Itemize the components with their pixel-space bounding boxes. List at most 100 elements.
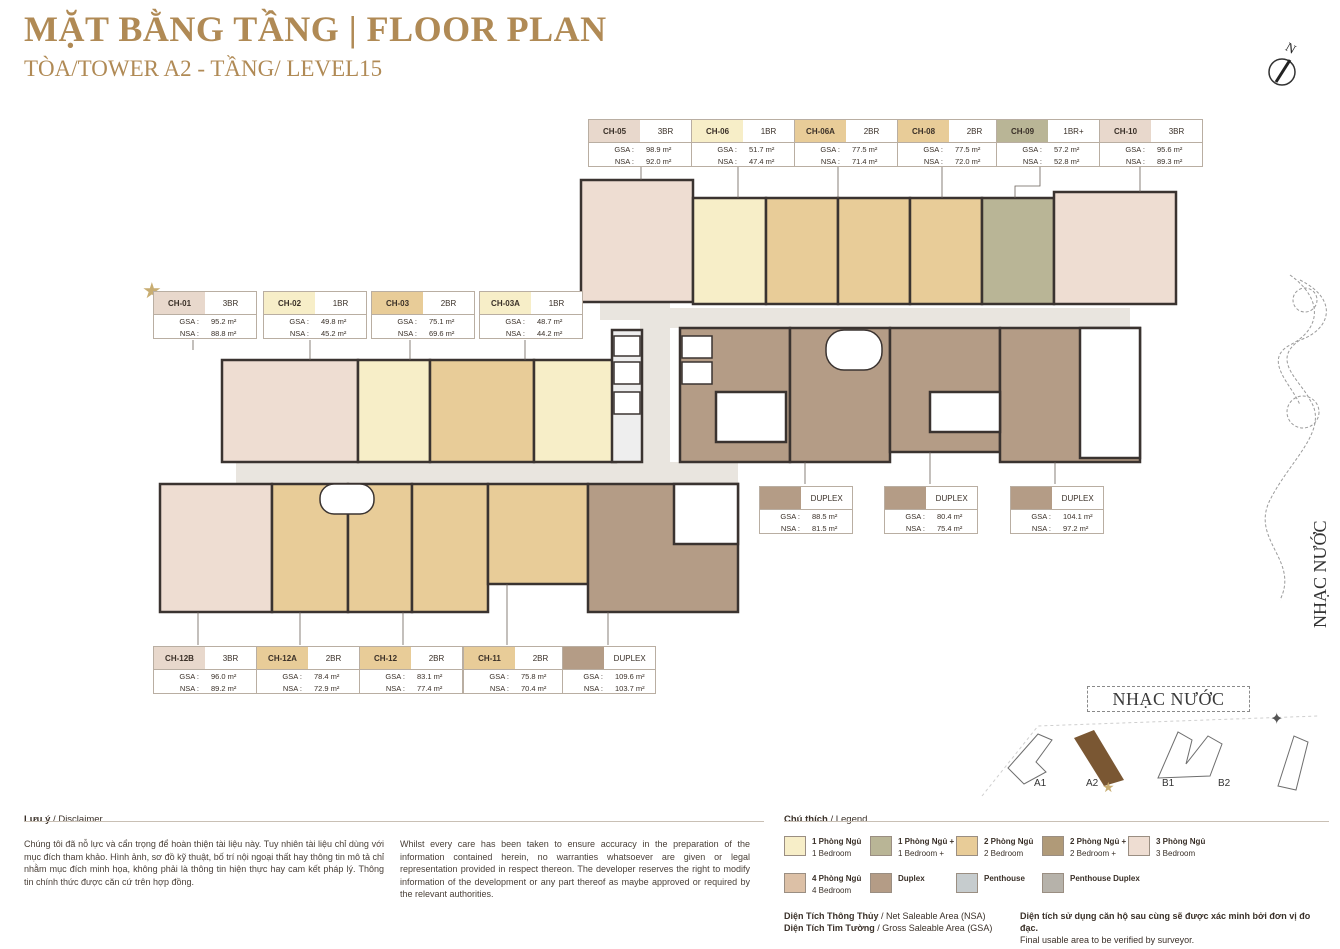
unit-type: DUPLEX [810, 493, 843, 503]
unit-type: 2BR [515, 647, 566, 669]
nsa-label: NSA : [583, 683, 603, 693]
gsa-label: GSA : [489, 671, 509, 681]
legend-swatch [870, 836, 892, 856]
area-definitions: Diện Tích Thông Thủy / Net Saleable Area… [784, 911, 993, 933]
unit-type: DUPLEX [1061, 493, 1094, 503]
legend-label-en: 2 Bedroom + [1070, 849, 1117, 858]
nsa-value: 71.4 m² [852, 156, 878, 166]
nsa-label: NSA : [905, 523, 925, 533]
gsa-label: GSA : [820, 144, 840, 154]
legend-swatch [784, 836, 806, 856]
nsa-value: 77.4 m² [417, 683, 443, 693]
top-units [579, 178, 1178, 306]
unit-code: CH-12 [360, 647, 411, 669]
unit-type: 3BR [640, 120, 691, 142]
unit-type: DUPLEX [613, 653, 646, 663]
legend-divider [784, 821, 1329, 822]
gsa-label: GSA : [179, 671, 199, 681]
nsa-label: NSA : [820, 156, 840, 166]
gsa-value: 83.1 m² [417, 671, 443, 681]
nsa-value: 72.0 m² [955, 156, 981, 166]
gsa-label: GSA : [397, 316, 417, 326]
disclaimer-title: Lưu ý / Disclaimer [24, 814, 103, 825]
disclaimer-text-en: Whilst every care has been taken to ensu… [400, 839, 750, 899]
unit-type: 2BR [949, 120, 1000, 142]
duplex-units [678, 326, 1142, 464]
gsa-label: GSA : [1031, 511, 1051, 521]
page-title: MẶT BẰNG TẦNG | FLOOR PLAN [24, 9, 607, 49]
nsa-value: 45.2 m² [321, 328, 347, 338]
unit-code: CH-09 [997, 120, 1048, 142]
site-compass-icon: ✦ [1270, 711, 1283, 728]
nsa-label: NSA : [1125, 156, 1145, 166]
legend-swatch [1042, 836, 1064, 856]
gsa-label: GSA : [923, 144, 943, 154]
legend-swatch [1128, 836, 1150, 856]
duplex-swatch [885, 487, 927, 509]
disclaimer-divider [24, 821, 764, 822]
unit-type: 2BR [423, 292, 474, 314]
gsa-value: 49.8 m² [321, 316, 347, 326]
gsa-value: 95.6 m² [1157, 144, 1183, 154]
gsa-value: 104.1 m² [1063, 511, 1093, 521]
unit-code: CH-05 [589, 120, 640, 142]
gsa-label: GSA : [385, 671, 405, 681]
legend-item: Duplex [870, 873, 925, 893]
unit-code: CH-10 [1100, 120, 1151, 142]
gsa-label: GSA : [905, 511, 925, 521]
legend-item: 2 Phòng Ngủ + 2 Bedroom + [1042, 836, 1126, 860]
duplex-swatch [1011, 487, 1053, 509]
nsa-value: 72.9 m² [314, 683, 340, 693]
gsa-value: 57.2 m² [1054, 144, 1080, 154]
gsa-value: 98.9 m² [646, 144, 672, 154]
unit-type: 2BR [846, 120, 897, 142]
gsa-label: GSA : [780, 511, 800, 521]
unit-code: CH-03A [480, 292, 531, 314]
legend-label-vi: 2 Phòng Ngủ + [1070, 837, 1127, 846]
unit-code: CH-11 [464, 647, 515, 669]
duplex-swatch [760, 487, 802, 509]
nsa-label: NSA : [1022, 156, 1042, 166]
site-star-icon: ★ [1102, 779, 1115, 795]
gsa-label: GSA : [614, 144, 634, 154]
gsa-label: GSA : [583, 671, 603, 681]
unit-type: 3BR [205, 647, 256, 669]
middle-units [220, 328, 644, 464]
legend-label-en: 2 Bedroom [984, 849, 1024, 858]
legend-label-vi: Penthouse Duplex [1070, 874, 1140, 883]
gsa-value: 109.6 m² [615, 671, 645, 681]
disclaimer-text-vi: Chúng tôi đã nỗ lực và cẩn trọng để hoàn… [24, 839, 384, 887]
unit-code: CH-03 [372, 292, 423, 314]
stairs [319, 329, 883, 515]
svg-text:NHẠC NƯỚC: NHẠC NƯỚC [1309, 521, 1330, 628]
gsa-value: 48.7 m² [537, 316, 563, 326]
gsa-value: 88.5 m² [812, 511, 838, 521]
tower-a1-label: A1 [1034, 778, 1047, 789]
tower-a2-label: A2 [1086, 778, 1099, 789]
floor-plan [158, 167, 1327, 645]
nsa-label: NSA : [717, 156, 737, 166]
legend-label-vi: 1 Phòng Ngủ + [898, 837, 955, 846]
nsa-value: 44.2 m² [537, 328, 563, 338]
gsa-value: 78.4 m² [314, 671, 340, 681]
tower-b2-label: B2 [1218, 778, 1231, 789]
legend-swatch [1042, 873, 1064, 893]
unit-code: CH-02 [264, 292, 315, 314]
nsa-value: 70.4 m² [521, 683, 547, 693]
nsa-label: NSA : [923, 156, 943, 166]
legend-swatch [870, 873, 892, 893]
nsa-label: NSA : [385, 683, 405, 693]
bottom-units [158, 482, 740, 614]
legend-label-vi: 2 Phòng Ngủ [984, 837, 1034, 846]
gsa-label: GSA : [1125, 144, 1145, 154]
